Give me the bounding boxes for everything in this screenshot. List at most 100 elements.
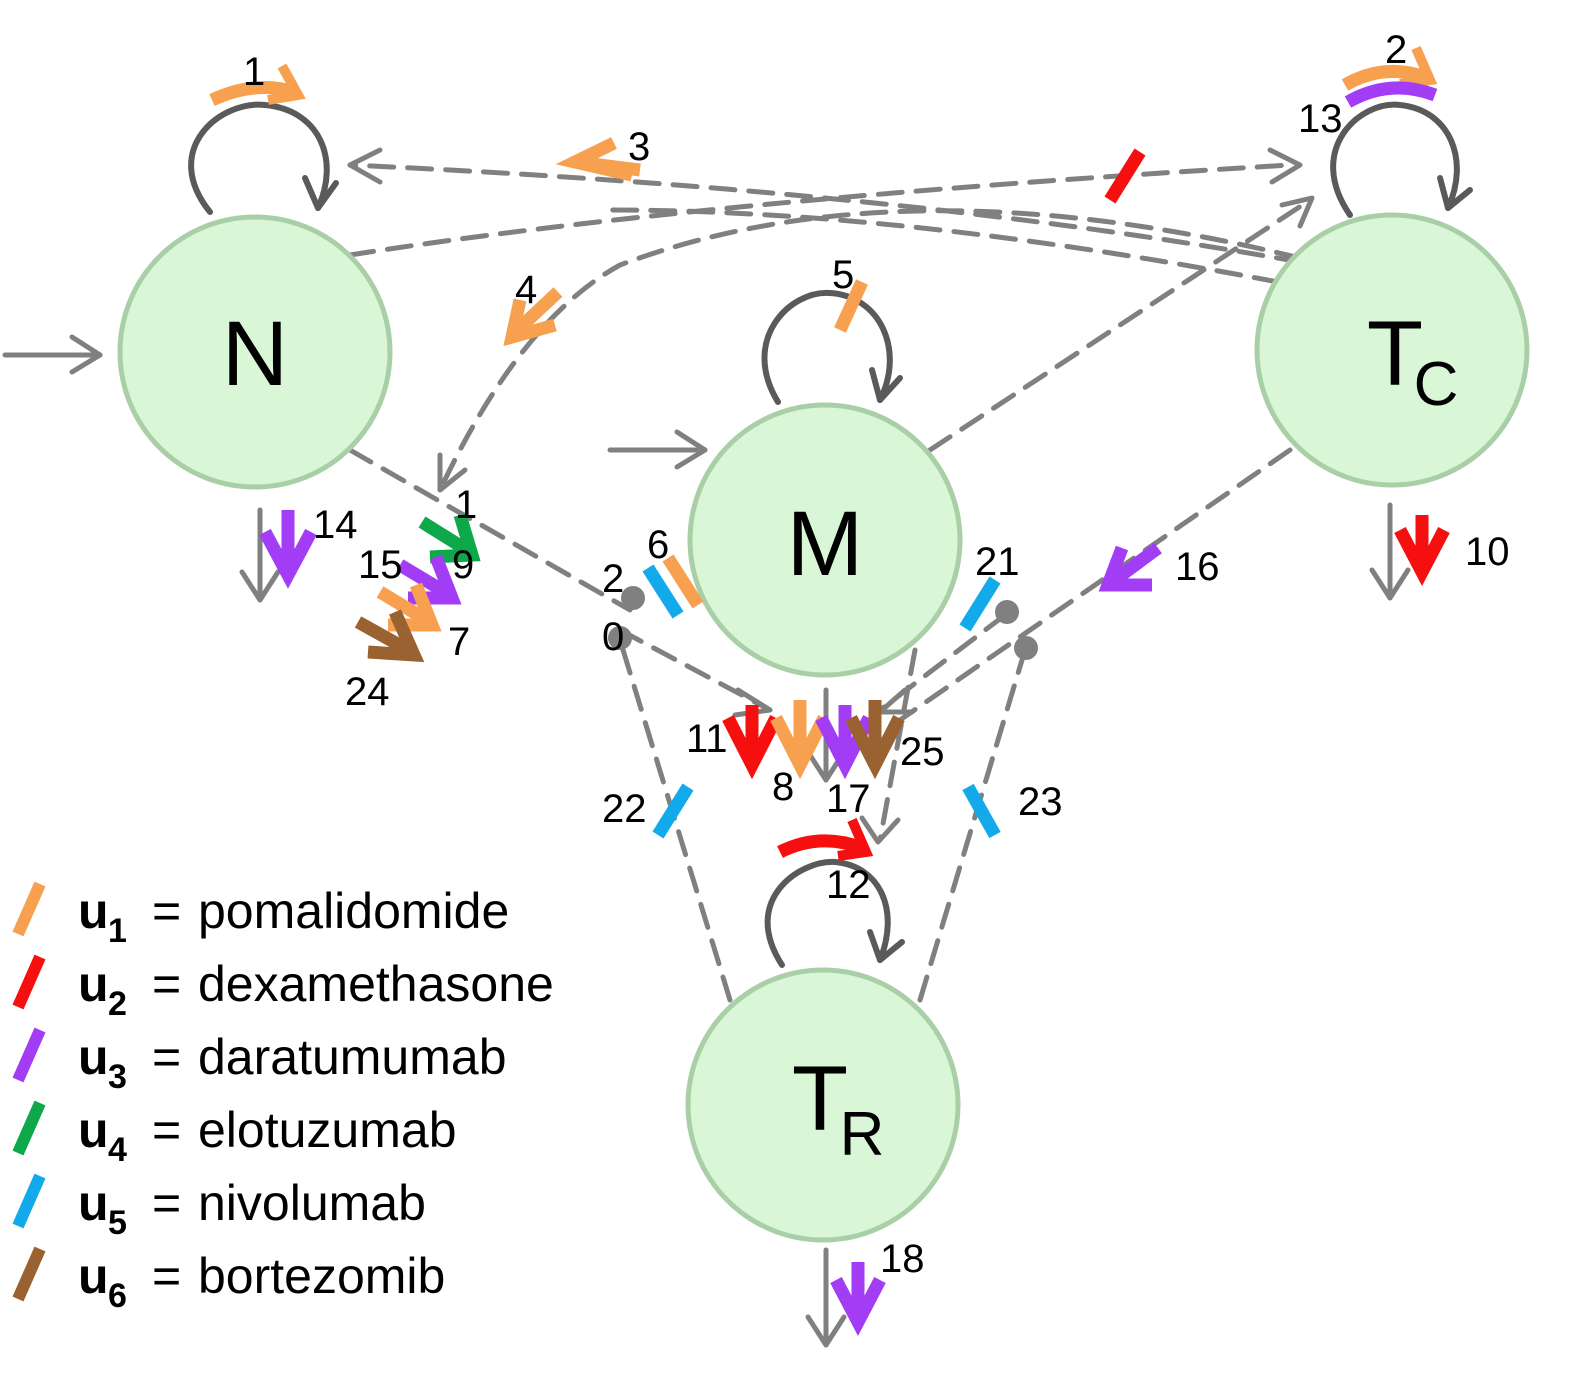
loop-n [188,101,330,215]
dashed-arrowheads [347,147,1315,845]
node-m-label: M [787,493,864,595]
legend-var-index: 6 [108,1277,127,1315]
legend-drug-name: daratumumab [198,1029,507,1085]
num-13: 13 [1298,97,1343,141]
legend-drug-name: nivolumab [198,1175,426,1231]
legend-var-index: 1 [108,912,127,950]
u1-curve-1-head [267,63,306,105]
u4-arrow-19 [429,513,481,564]
legend-var: u [78,1029,109,1085]
dot-2 [621,586,645,610]
num-10: 10 [1465,530,1510,574]
u3-arrow-18 [830,1276,886,1337]
node-tc-sub: C [1414,350,1459,419]
num-2: 2 [1385,28,1407,72]
num-23: 23 [1018,780,1063,824]
u2-curve-12 [777,834,865,858]
drug-marks [209,45,1450,1337]
num-24: 24 [345,670,390,714]
u2-arrow-10 [1394,526,1450,587]
u6-arrow-24 [367,609,425,663]
u5-block-6 [642,564,684,619]
loop-m-head [869,367,903,403]
arrowhead-into-tc-lower [1279,195,1315,229]
dot-0 [608,626,632,650]
num-12: 12 [826,863,871,907]
arrowhead-into-n [347,147,383,185]
legend-var: u [78,1175,109,1231]
node-tr-label: T [792,1048,848,1150]
outflow-tc-head [1369,567,1411,601]
legend-var: u [78,883,109,939]
u1-arrow-7-shaft [376,586,434,628]
legend-var-index: 3 [108,1058,127,1096]
u1-curve-1 [209,81,297,106]
node-tr: T R [685,967,961,1243]
edge-n-to-tc [347,162,1293,258]
u3-curve-13 [1344,81,1438,108]
u3-arrow-14 [259,528,317,589]
legend-var-index: 4 [108,1131,127,1169]
num-20b: 0 [602,615,624,659]
inhibition-dots [608,586,1038,660]
u1-arrow-4 [503,298,557,347]
legend-var: u [78,1248,109,1304]
solid-flows [2,334,1411,1348]
u1-block-6 [662,554,704,609]
legend-equals: = [152,1248,181,1304]
u4-arrow-19-shaft [418,516,474,558]
edge-tc-to-n-curve [437,208,1303,493]
edge-numbers: 1 2 13 3 4 5 6 14 1 15 9 7 24 2 0 21 16 … [243,28,1510,1281]
u6-arrow-25 [845,715,905,780]
u5-block-22 [652,783,694,839]
legend-swatch-u5 [12,1173,46,1229]
node-tc: T C [1254,212,1530,488]
loop-n-head [302,175,339,211]
legend-drug-name: dexamethasone [198,956,554,1012]
edge-m-to-tc [927,197,1313,453]
u1-curve-2 [1341,64,1431,91]
node-n-label: N [222,303,288,405]
legend-drug-name: elotuzumab [198,1102,457,1158]
u1-block-5 [834,279,868,333]
num-7: 7 [448,620,470,664]
legend-swatch-u4 [12,1100,46,1156]
num-15: 15 [358,543,403,587]
legend-var-index: 2 [108,985,127,1023]
legend-var-index: 5 [108,1204,127,1242]
num-19a: 1 [455,483,477,527]
legend-swatch-u3 [12,1027,46,1083]
loop-tr [764,858,891,968]
arrowhead-into-n-bottom [437,452,468,493]
node-tr-sub: R [840,1100,885,1169]
edge-n-to-m [347,447,633,613]
num-20a: 2 [602,557,624,601]
arrowhead-into-tr [859,815,901,845]
num-3: 3 [628,125,650,169]
num-6: 6 [647,523,669,567]
u3-arrow-16 [1098,545,1152,592]
legend-equals: = [152,1029,181,1085]
inflow-m-head [674,429,708,470]
outflow-n-head [239,569,281,603]
u3-arrow-15-shaft [396,559,454,601]
u1-arrow-8 [770,715,830,780]
num-17: 17 [826,777,871,821]
num-8: 8 [772,765,794,809]
legend-equals: = [152,956,181,1012]
inflow-n-head [69,334,103,375]
u2-arrow-11 [722,715,782,780]
loop-tc [1330,101,1460,218]
arrowhead-into-tc [1267,147,1303,185]
node-m: M [687,402,963,678]
legend-equals: = [152,1175,181,1231]
edge-tc-to-m [897,447,1293,723]
num-4: 4 [515,268,537,312]
u1-arrow-3-shaft [574,155,641,177]
legend-swatch-u2 [12,954,46,1010]
legend-var: u [78,1102,109,1158]
